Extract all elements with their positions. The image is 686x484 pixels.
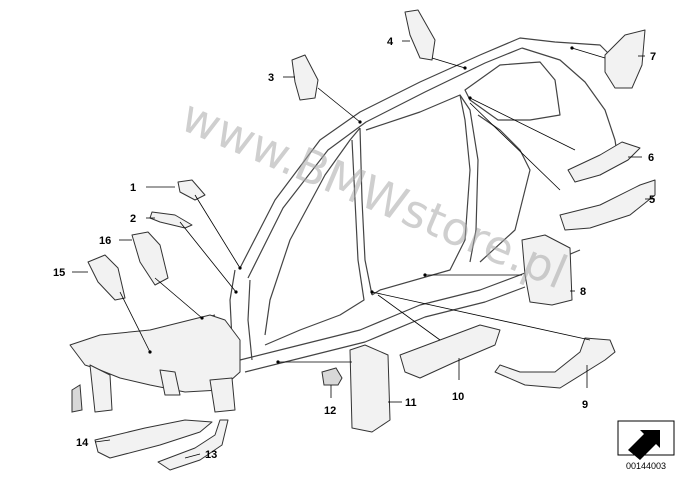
part-15-bracket	[87, 254, 126, 301]
part-4-bracket	[404, 9, 436, 61]
callout-15: 15	[53, 267, 65, 279]
callout-8: 8	[580, 286, 586, 298]
part-16-bracket	[131, 231, 169, 286]
callout-5: 5	[649, 194, 655, 206]
callout-10: 10	[452, 391, 464, 403]
part-13-bracket	[157, 419, 229, 471]
part-11-insulation	[349, 344, 391, 433]
callout-7: 7	[650, 51, 656, 63]
part-6-reinforcement	[567, 141, 641, 183]
callout-14: 14	[76, 437, 89, 449]
callout-16: 16	[99, 235, 111, 247]
part-1-bracket	[177, 179, 206, 201]
body-side-frame	[69, 37, 619, 413]
part-2-bracket	[149, 211, 193, 229]
callout-3: 3	[268, 72, 274, 84]
callout-1: 1	[130, 182, 136, 194]
part-14-plate	[94, 419, 213, 459]
part-10-reinforcement	[399, 324, 501, 379]
part-9-sill-reinforcement	[494, 337, 616, 389]
doc-number-box: 00144003	[617, 420, 675, 471]
doc-number: 00144003	[626, 461, 666, 471]
callout-labels: 1 2 3 4 5 6 7 8 9 10 11 12 13 14 15 16	[53, 36, 656, 461]
callout-12: 12	[324, 405, 336, 417]
part-7-panel	[604, 29, 646, 89]
callout-11: 11	[405, 397, 417, 409]
callout-2: 2	[130, 213, 136, 225]
leader-lines	[72, 40, 655, 459]
part-12-cap	[321, 367, 343, 386]
part-3-bracket	[291, 54, 319, 101]
attachment-points	[148, 46, 574, 364]
part-8-insulation	[521, 234, 573, 306]
callout-13: 13	[205, 449, 217, 461]
arrow-icon	[628, 430, 660, 460]
callout-6: 6	[648, 152, 654, 164]
callout-9: 9	[582, 399, 588, 411]
callout-4: 4	[387, 36, 394, 48]
part-5-reinforcement	[559, 179, 656, 231]
